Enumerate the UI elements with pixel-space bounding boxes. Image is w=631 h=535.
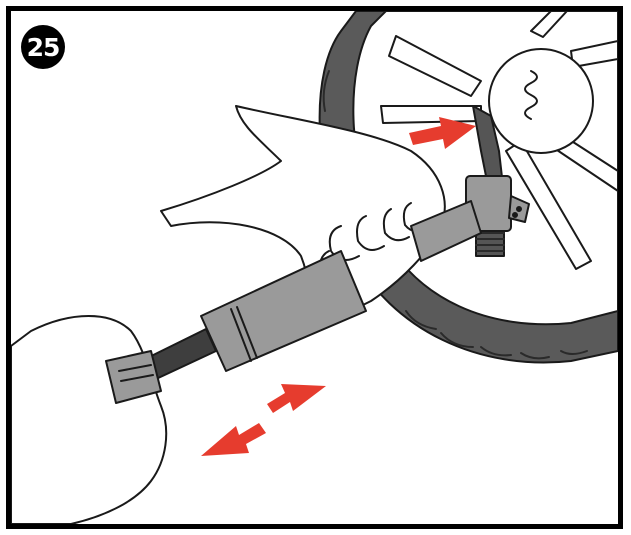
illustration (11, 11, 618, 524)
motion-arrow (201, 384, 326, 456)
valve-stem (476, 231, 504, 256)
arrow-left-down (201, 423, 266, 456)
step-number: 25 (27, 33, 60, 62)
pump-barrel (201, 251, 366, 371)
step-number-badge: 25 (21, 25, 65, 69)
instruction-panel: 25 (6, 6, 623, 529)
lower-hand (11, 316, 166, 524)
arrow-right-up (267, 384, 326, 413)
wheel-hub (489, 49, 593, 153)
